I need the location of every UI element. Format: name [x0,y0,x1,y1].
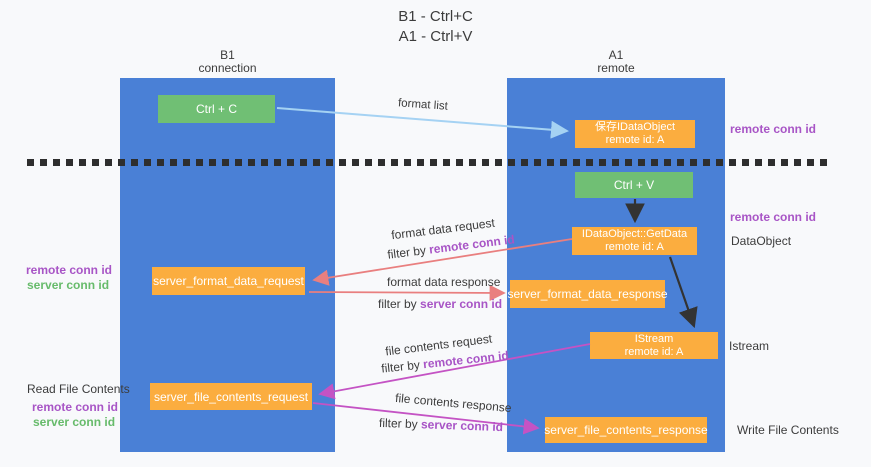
server-conn-id-left-2: server conn id [33,415,116,429]
read-file-contents-label: Read File Contents [27,382,130,396]
node-server-format-data-request: server_format_data_request [152,267,305,295]
istream-side-label: Istream [729,339,770,353]
node-getdata-line1: IDataObject::GetData [581,228,688,240]
file-contents-response-label: file contents response [394,390,513,416]
filter-by-server-conn-id-label-1: filter by server conn id [378,297,502,311]
format-data-response-label: format data response [387,275,501,289]
filter-by-prefix: filter by [378,415,422,432]
node-save-idataobject: 保存IDataObject remote id: A [575,120,695,148]
node-ctrl-c-label: Ctrl + C [195,102,237,116]
node-idataobject-getdata: IDataObject::GetData remote id: A [572,227,697,255]
format-list-label: format list [397,97,449,113]
title-line-1: B1 - Ctrl+C [398,8,473,25]
filter-by-prefix: filter by [386,242,431,262]
node-istream-line2: remote id: A [624,345,684,358]
server-conn-id-left-1: server conn id [27,278,110,292]
node-server-file-contents-request-label: server_file_contents_request [153,389,309,404]
lane-b1-title: B1 [220,48,235,62]
node-server-file-contents-response: server_file_contents_response [544,417,708,443]
filter-by-prefix: filter by [380,357,424,376]
node-save-idataobject-line1: 保存IDataObject [594,121,676,133]
server-conn-id-value: server conn id [420,417,504,435]
lane-a1-subtitle: remote [597,61,635,75]
node-server-file-contents-request: server_file_contents_request [150,383,312,410]
lane-header-a1: A1 remote [507,49,725,75]
remote-conn-id-left-2: remote conn id [32,400,119,414]
format-data-response-arrow [308,284,506,302]
title-line-2: A1 - Ctrl+V [398,28,473,45]
server-conn-id-value: server conn id [420,297,503,311]
remote-conn-id-left-1: remote conn id [26,263,113,277]
filter-by-server-conn-id-label-2: filter by server conn id [379,416,503,434]
remote-conn-id-right-1: remote conn id [730,122,817,136]
remote-conn-id-right-2: remote conn id [730,210,817,224]
node-save-idataobject-line2: remote id: A [605,134,665,146]
lane-b1-subtitle: connection [198,61,257,75]
diagram-title: B1 - Ctrl+C A1 - Ctrl+V [0,7,871,47]
session-divider-dashed-line [27,159,831,166]
node-istream-line1: IStream [634,332,674,345]
node-istream: IStream remote id: A [590,332,718,359]
node-server-format-data-response-label: server_format_data_response [507,287,668,301]
dataobject-label: DataObject [731,234,792,248]
node-server-file-contents-response-label: server_file_contents_response [544,423,708,437]
node-server-format-data-request-label: server_format_data_request [153,274,304,288]
write-file-contents-label: Write File Contents [737,423,839,437]
node-getdata-line2: remote id: A [605,241,664,253]
node-ctrl-v-label: Ctrl + V [613,178,655,192]
node-ctrl-v: Ctrl + V [575,172,693,198]
filter-by-prefix: filter by [378,297,421,311]
lane-a1-title: A1 [608,48,624,62]
node-server-format-data-response: server_format_data_response [507,280,668,308]
node-ctrl-c: Ctrl + C [158,95,275,123]
lane-header-b1: B1 connection [120,49,335,75]
